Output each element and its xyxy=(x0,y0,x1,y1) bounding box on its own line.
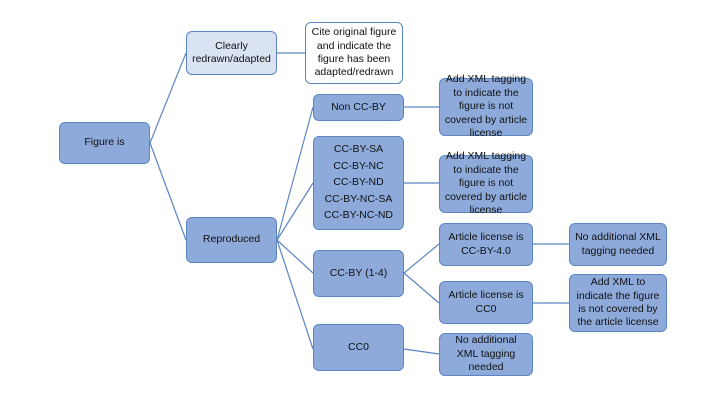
license-cc-by-nc-nd: CC-BY-NC-ND xyxy=(323,209,394,222)
article-license-cc0-label: Article license is CC0 xyxy=(448,289,524,315)
no-additional-tagging-label-1: No additional XML tagging needed xyxy=(575,231,661,257)
connector-reproduced-noncc xyxy=(276,106,314,241)
connector-ccby-cc0license xyxy=(403,272,440,304)
no-additional-tagging-node-1: No additional XML tagging needed xyxy=(569,223,667,266)
connector-figure-reproduced xyxy=(149,142,187,241)
figure-is-label: Figure is xyxy=(84,136,125,149)
no-additional-tagging-label-2: No additional XML tagging needed xyxy=(455,334,517,374)
cite-original-node: Cite original figure and indicate the fi… xyxy=(305,22,403,84)
non-cc-by-label: Non CC-BY xyxy=(331,100,386,113)
connector-reproduced-cc0 xyxy=(276,239,314,350)
connector-reproduced-ncnd xyxy=(276,182,314,241)
connector-ccby-ccby40 xyxy=(403,243,440,274)
nc-nd-action-label: Add XML tagging to indicate the figure i… xyxy=(444,150,528,217)
article-license-cc-by-40-node: Article license is CC-BY-4.0 xyxy=(439,223,533,266)
clearly-redrawn-node: Clearly redrawn/adapted xyxy=(186,31,277,75)
cc-by-1-4-node: CC-BY (1-4) xyxy=(313,250,404,297)
add-xml-cc0-node: Add XML to indicate the figure is not co… xyxy=(569,274,667,332)
reproduced-node: Reproduced xyxy=(186,217,277,263)
cc0-node: CC0 xyxy=(313,324,404,371)
article-license-cc-by-40-label: Article license is CC-BY-4.0 xyxy=(448,231,524,257)
cc0-label: CC0 xyxy=(347,340,369,353)
nc-nd-license-list: CC-BY-SA CC-BY-NC CC-BY-ND CC-BY-NC-SA C… xyxy=(324,143,393,222)
connector-cc0-noadditional xyxy=(403,348,440,355)
nc-nd-action-node: Add XML tagging to indicate the figure i… xyxy=(439,150,533,216)
license-cc-by-nc: CC-BY-NC xyxy=(333,159,384,172)
connector-reproduced-ccby xyxy=(276,239,314,274)
add-xml-cc0-label: Add XML to indicate the figure is not co… xyxy=(576,276,660,329)
license-cc-by-nd: CC-BY-ND xyxy=(333,176,384,189)
figure-is-node: Figure is xyxy=(59,122,150,164)
nc-nd-group-node: CC-BY-SA CC-BY-NC CC-BY-ND CC-BY-NC-SA C… xyxy=(313,136,404,230)
article-license-cc0-node: Article license is CC0 xyxy=(439,281,533,324)
no-additional-tagging-node-2: No additional XML tagging needed xyxy=(439,333,533,376)
connector-figure-clearly xyxy=(149,52,187,144)
reproduced-label: Reproduced xyxy=(202,233,261,246)
cite-original-label: Cite original figure and indicate the fi… xyxy=(311,26,397,79)
license-cc-by-nc-sa: CC-BY-NC-SA xyxy=(324,192,393,205)
license-cc-by-sa: CC-BY-SA xyxy=(333,143,384,156)
non-cc-by-node: Non CC-BY xyxy=(313,94,404,121)
cc-by-1-4-label: CC-BY (1-4) xyxy=(329,266,388,279)
non-cc-by-action-label: Add XML tagging to indicate the figure i… xyxy=(444,73,528,140)
clearly-redrawn-label: Clearly redrawn/adapted xyxy=(192,39,271,65)
non-cc-by-action-node: Add XML tagging to indicate the figure i… xyxy=(439,73,533,139)
